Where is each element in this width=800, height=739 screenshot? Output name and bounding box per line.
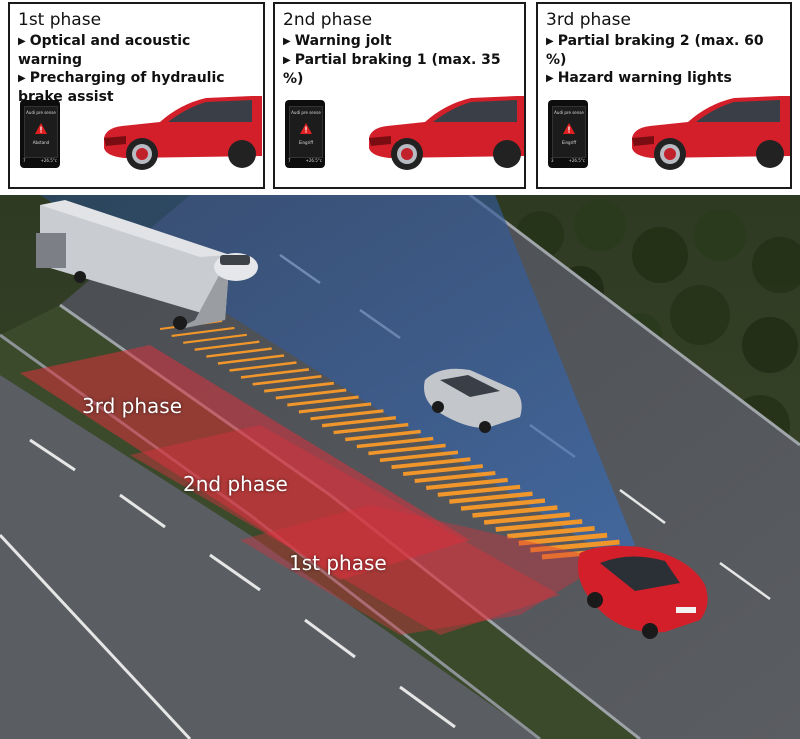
warning-zone-2: [130, 425, 560, 635]
distance-stripe: [171, 326, 235, 337]
distance-stripe: [414, 471, 496, 483]
warning-zone-1: [240, 505, 610, 635]
scene-label-1st-phase: 1st phase: [289, 551, 387, 575]
bullet-text: Partial braking 2 (max. 60 %): [546, 33, 764, 68]
distance-stripe: [483, 512, 571, 525]
cluster-status: Eingriff: [561, 140, 577, 145]
guard-rail: [469, 195, 800, 447]
bullet-text: Warning jolt: [294, 33, 392, 49]
bullet-triangle-icon: ▶: [18, 73, 26, 84]
distance-stripe: [437, 484, 521, 497]
bullet-triangle-icon: ▶: [283, 55, 291, 66]
panel-title: 1st phase: [18, 10, 102, 30]
distance-stripe: [310, 409, 384, 421]
bullet-item: ▶Optical and acoustic warning: [18, 32, 259, 69]
bullet-text: Optical and acoustic warning: [18, 33, 191, 68]
cluster-header: Audi pre sense: [554, 110, 584, 115]
cluster-temperature: +26.5°c: [40, 158, 57, 163]
distance-stripe: [217, 354, 285, 365]
panel-bullets: ▶Optical and acoustic warning ▶Prechargi…: [18, 32, 259, 106]
warning-triangle-icon: [35, 123, 47, 134]
bullet-triangle-icon: ▶: [283, 36, 291, 47]
car-side-view-icon: [369, 96, 524, 170]
distance-stripe: [206, 347, 272, 358]
left-carriageway: [0, 375, 540, 739]
warning-triangle-icon: [300, 123, 312, 134]
distance-stripe: [495, 519, 583, 532]
bullet-item: ▶Partial braking 2 (max. 60 %): [546, 32, 786, 69]
phase-panel-3: 3rd phase ▶Partial braking 2 (max. 60 %)…: [536, 2, 792, 189]
bullet-text: Hazard warning lights: [557, 70, 732, 86]
truck: [36, 200, 230, 330]
cluster-header: Audi pre sense: [291, 110, 321, 115]
cluster-gear: 7: [23, 158, 26, 163]
distance-stripe: [321, 416, 397, 428]
bullet-text: Partial braking 1 (max. 35 %): [283, 52, 501, 87]
distance-stripe: [507, 525, 595, 539]
distance-stripe: [229, 361, 297, 372]
highway-illustration: [0, 195, 800, 739]
cluster-status: Abstand: [32, 140, 50, 145]
cluster-gear: 3: [551, 158, 554, 163]
distance-stripe: [356, 436, 434, 449]
lane-markings: [0, 438, 456, 739]
scene-label-2nd-phase: 2nd phase: [183, 472, 288, 496]
instrument-cluster: Audi pre sense Eingriff 7 +26.5°c: [285, 100, 325, 168]
distance-stripe: [275, 388, 347, 400]
distance-stripes: [159, 320, 633, 560]
distance-stripe: [252, 374, 322, 386]
cluster-header: Audi pre sense: [26, 110, 56, 115]
bullet-triangle-icon: ▶: [546, 73, 554, 84]
cluster-temperature: +26.5°c: [305, 158, 322, 163]
warning-zone-3: [20, 345, 470, 580]
distance-stripe: [472, 505, 558, 518]
cluster-display: Audi pre sense Eingriff: [289, 106, 323, 158]
silver-car: [424, 368, 522, 433]
distance-stripe: [287, 395, 359, 407]
panel-bullets: ▶Partial braking 2 (max. 60 %) ▶Hazard w…: [546, 32, 786, 88]
distance-stripe: [425, 477, 508, 490]
distance-stripe: [368, 443, 446, 456]
cluster-display: Audi pre sense Abstand: [24, 106, 58, 158]
distance-stripe: [449, 491, 533, 504]
distance-stripe: [530, 539, 620, 553]
distance-stripe: [402, 464, 483, 477]
cluster-status: Eingriff: [298, 140, 314, 145]
bullet-item: ▶Warning jolt: [283, 32, 520, 51]
distance-stripe: [264, 381, 334, 393]
distance-stripe: [379, 450, 459, 463]
panel-bullets: ▶Warning jolt ▶Partial braking 1 (max. 3…: [283, 32, 520, 88]
distance-stripe: [194, 340, 260, 351]
bullet-item: ▶Hazard warning lights: [546, 69, 786, 88]
cluster-temperature: +26.5°c: [568, 158, 585, 163]
distance-stripe: [183, 333, 247, 344]
phase-panel-2: 2nd phase ▶Warning jolt ▶Partial braking…: [273, 2, 526, 189]
distance-stripe: [518, 532, 608, 546]
warning-triangle-icon: [563, 123, 575, 134]
red-car: [577, 545, 708, 639]
phase-panel-1: 1st phase ▶Optical and acoustic warning …: [8, 2, 265, 189]
distance-stripe: [298, 402, 372, 414]
instrument-cluster: Audi pre sense Eingriff 3 +26.5°c: [548, 100, 588, 168]
panel-title: 3rd phase: [546, 10, 631, 30]
cluster-gear: 7: [288, 158, 291, 163]
distance-stripe: [460, 498, 546, 511]
cluster-display: Audi pre sense Eingriff: [552, 106, 586, 158]
panel-title: 2nd phase: [283, 10, 373, 30]
car-side-view-icon: [632, 96, 790, 170]
highway-scene: 3rd phase 2nd phase 1st phase: [0, 195, 800, 739]
distance-stripe: [240, 368, 310, 379]
bullet-triangle-icon: ▶: [18, 36, 26, 47]
bullet-item: ▶Partial braking 1 (max. 35 %): [283, 51, 520, 88]
bullet-triangle-icon: ▶: [546, 36, 554, 47]
distance-stripe: [333, 422, 409, 435]
white-car: [214, 253, 258, 281]
distance-stripe: [391, 457, 471, 470]
car-side-view-icon: [104, 96, 262, 170]
instrument-cluster: Audi pre sense Abstand 7 +26.5°c: [20, 100, 60, 168]
scene-label-3rd-phase: 3rd phase: [82, 394, 182, 418]
distance-stripe: [345, 429, 421, 442]
